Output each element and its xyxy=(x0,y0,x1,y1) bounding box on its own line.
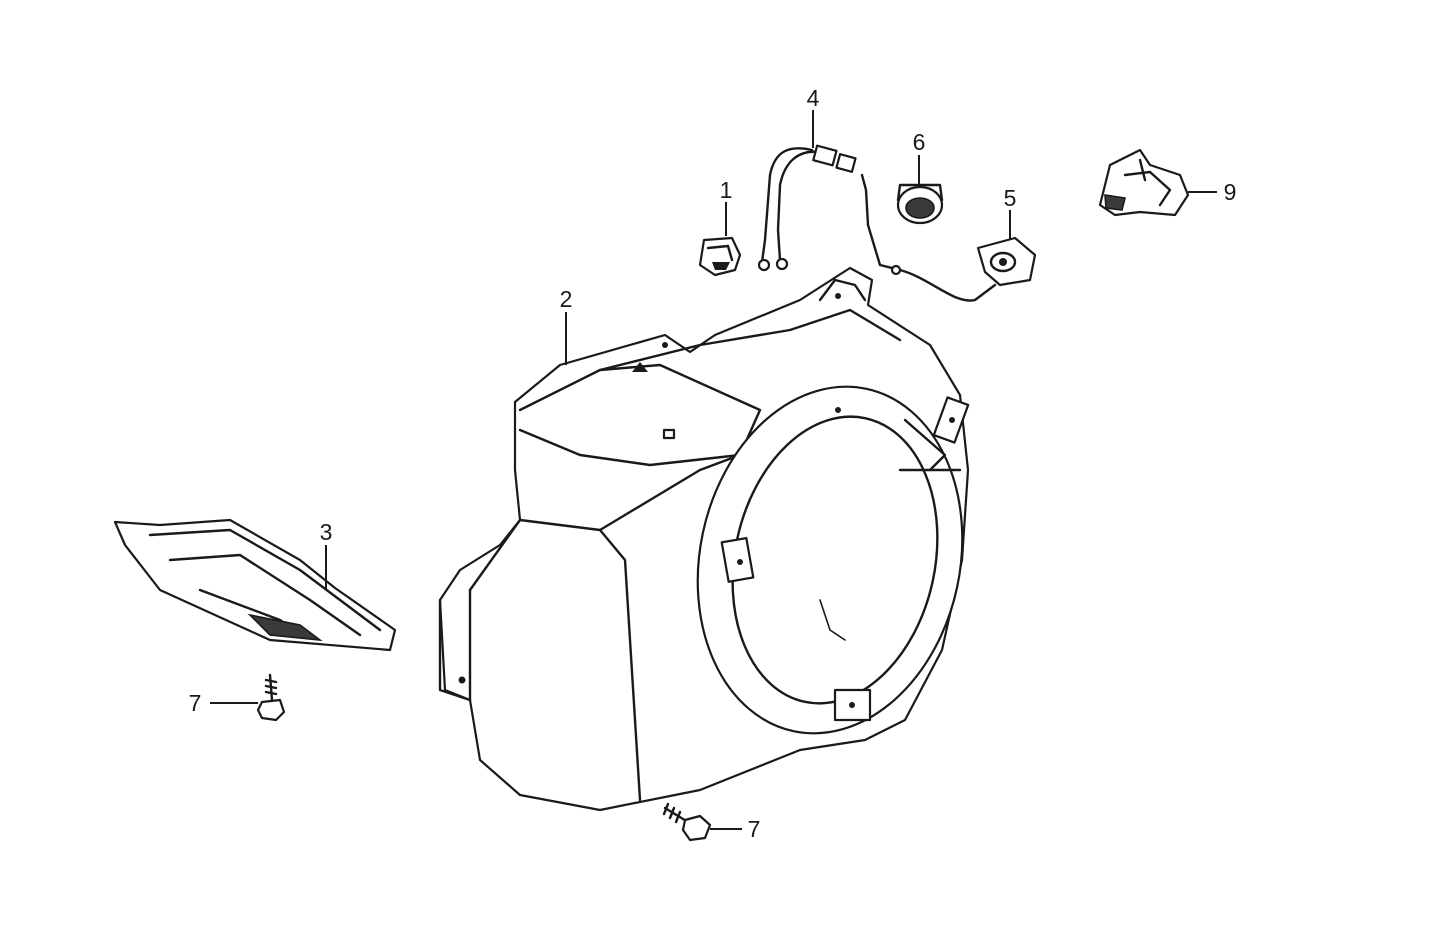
grommet-part xyxy=(896,183,944,225)
callout-7-left: 7 xyxy=(189,690,202,716)
clip-part xyxy=(698,236,742,277)
callout-1: 1 xyxy=(720,177,733,203)
switch-part xyxy=(976,236,1037,287)
callout-4: 4 xyxy=(807,85,820,111)
callout-9: 9 xyxy=(1224,179,1237,205)
bolt-part-left xyxy=(256,673,286,722)
wire-harness-part xyxy=(757,144,997,302)
callout-7-bottom: 7 xyxy=(748,816,761,842)
callout-5: 5 xyxy=(1004,185,1017,211)
callout-2: 2 xyxy=(560,286,573,312)
callout-labels: 1 2 3 4 5 6 7 7 9 xyxy=(189,85,1237,842)
callout-6: 6 xyxy=(913,129,926,155)
fan-cover-part xyxy=(438,266,970,812)
side-cover-part xyxy=(113,518,397,652)
callout-3: 3 xyxy=(320,519,333,545)
bolt-part-bottom xyxy=(662,802,712,842)
bracket-clamp-part xyxy=(1098,148,1190,217)
callout-leaders xyxy=(210,110,1217,830)
